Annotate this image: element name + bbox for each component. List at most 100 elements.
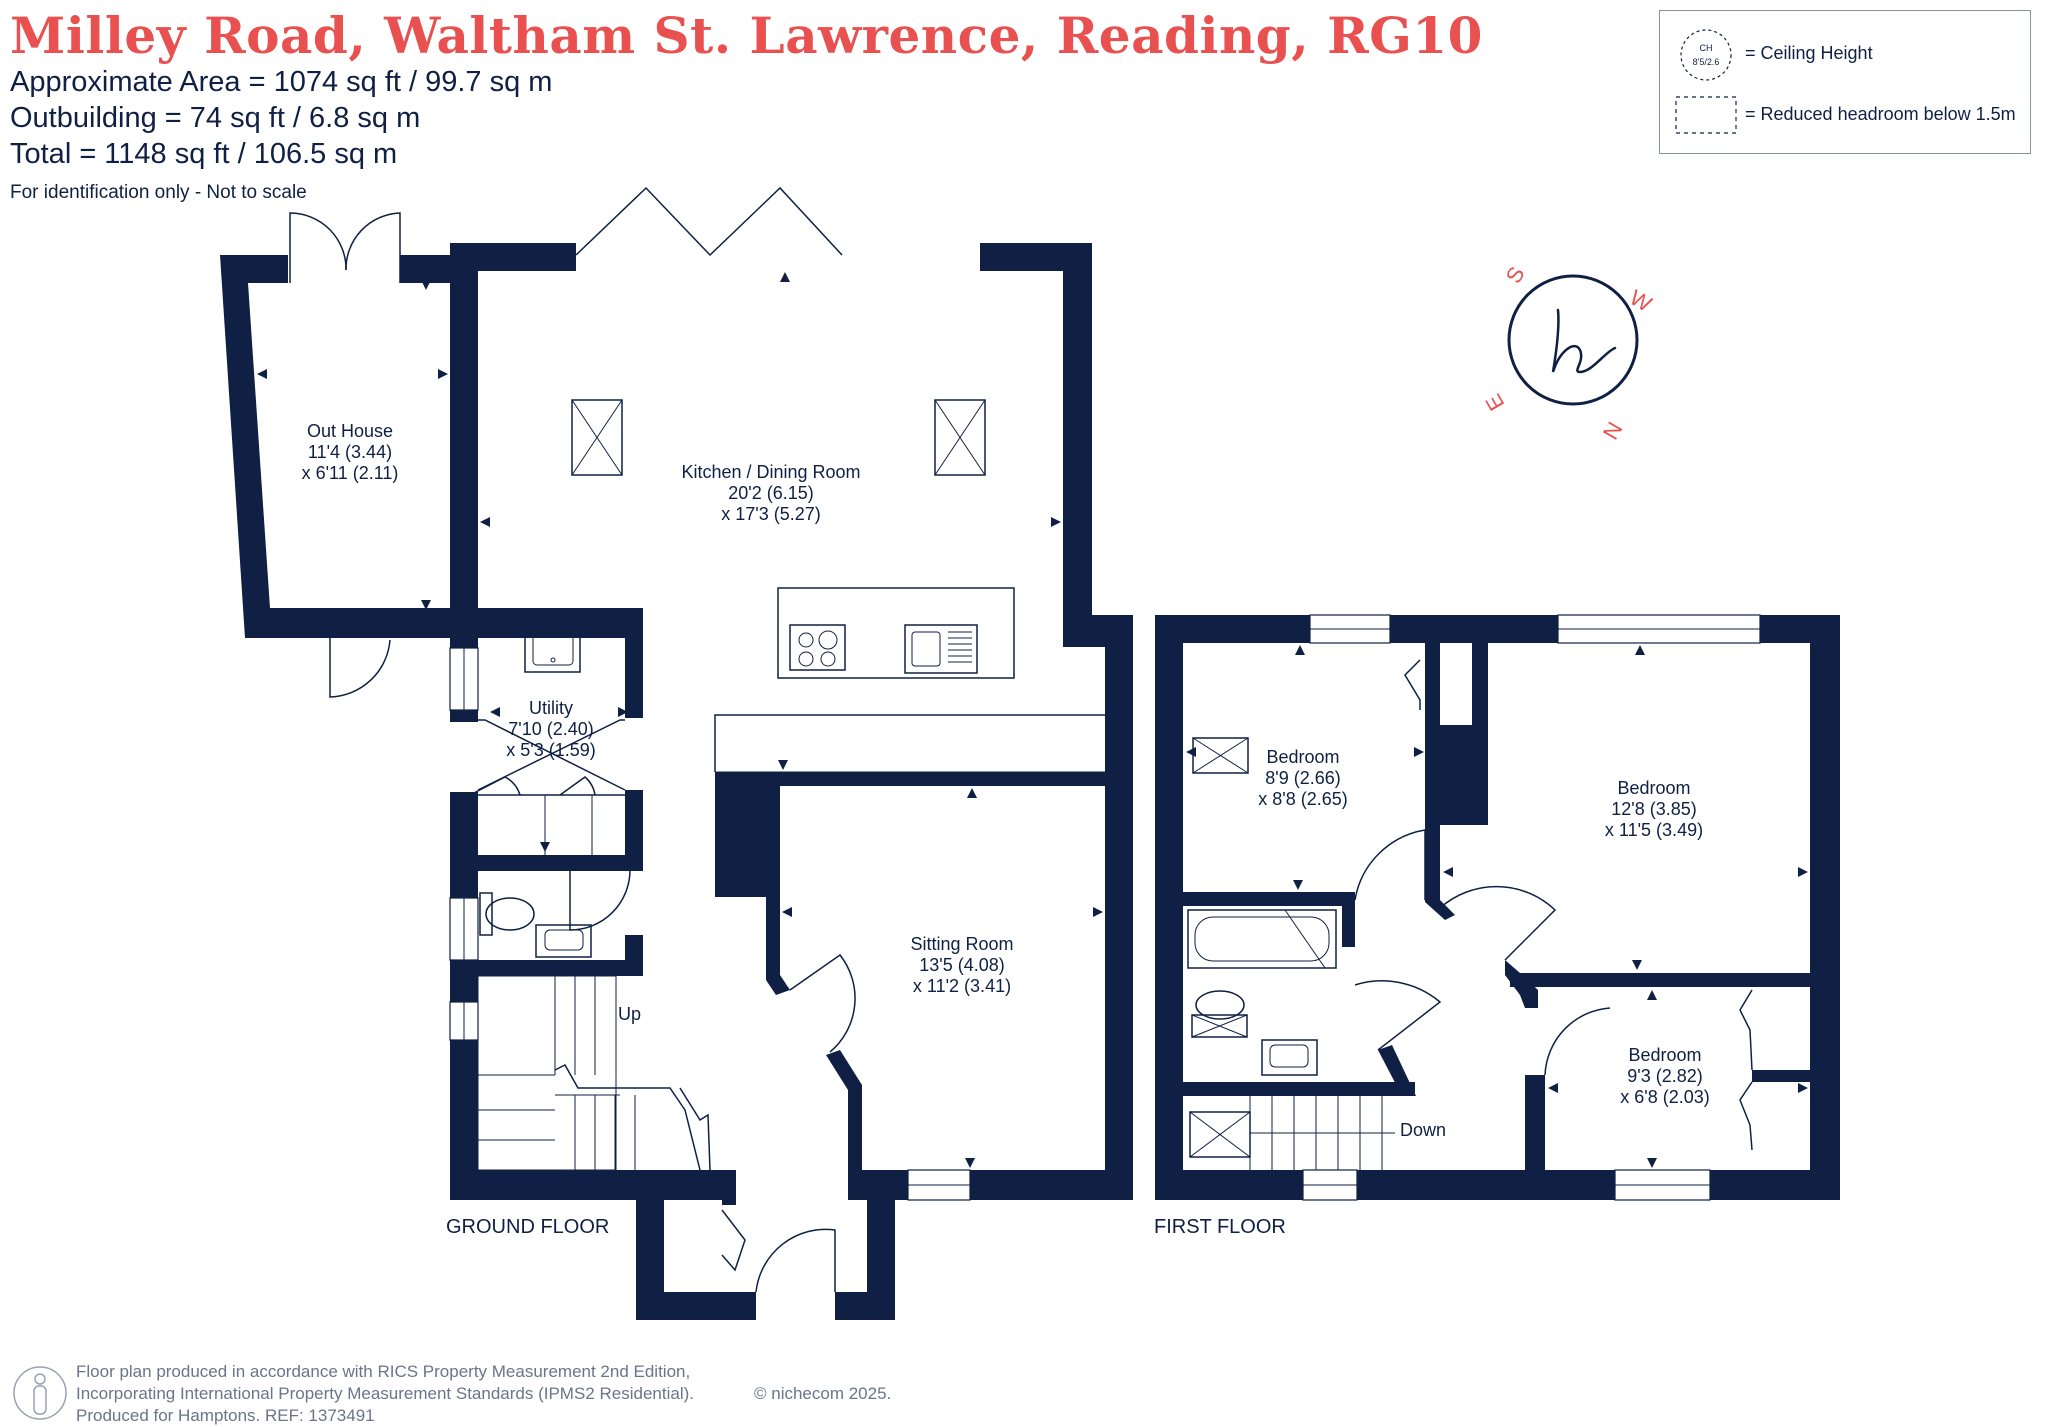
- bedroom2-door: [1439, 885, 1557, 961]
- utility-door-swing-2: [477, 719, 625, 791]
- kitchen-wall-top-left: [450, 243, 576, 271]
- porch-wall-right: [867, 1170, 895, 1320]
- utility-wall-right: [625, 608, 643, 718]
- outhouse-side-door: [329, 638, 391, 698]
- porch-wall-inner: [722, 1170, 736, 1205]
- outhouse-french-door-right: [345, 212, 401, 283]
- landing-wall-corner: [1505, 960, 1538, 1008]
- kitchen-dim1: 20'2 (6.15): [728, 483, 814, 503]
- ceiling-height-symbol: [1680, 29, 1732, 81]
- bathroom-wall-right-upper: [1342, 892, 1355, 947]
- bedroom-skylight: [1192, 737, 1249, 774]
- first-floor-window-1: [1309, 614, 1391, 644]
- bedroom3-dim2: x 6'8 (2.03): [1620, 1087, 1709, 1107]
- sitting-room-dim2: x 11'2 (3.41): [913, 976, 1011, 996]
- bathroom-door: [1354, 980, 1442, 1051]
- bedroom1-door: [1354, 829, 1426, 901]
- bathroom-toilet-icon: [1191, 990, 1248, 1038]
- sitting-room-label: Sitting Room 13'5 (4.08) x 11'2 (3.41): [910, 934, 1013, 996]
- bedroom3-dim1: 9'3 (2.82): [1627, 1066, 1702, 1086]
- bathroom-wall-bottom: [1155, 1082, 1415, 1096]
- kitchen-dim2: x 17'3 (5.27): [721, 504, 821, 524]
- bedroom2-dim1: 12'8 (3.85): [1611, 799, 1697, 819]
- sitting-room-dim1: 13'5 (4.08): [919, 955, 1005, 975]
- out-house-wall-left: [220, 255, 400, 638]
- bedroom3-name: Bedroom: [1628, 1045, 1701, 1065]
- bedroom-divider-wall: [1425, 643, 1455, 920]
- first-floor-window-3: [1302, 1169, 1358, 1201]
- compass-logo-h: [1551, 308, 1617, 374]
- legend-reduced-headroom: = Reduced headroom below 1.5m: [1745, 104, 2016, 124]
- ground-stairs: [477, 975, 711, 1171]
- bedroom2-name: Bedroom: [1617, 778, 1690, 798]
- footer-line-3: Produced for Hamptons. REF: 1373491: [76, 1406, 375, 1425]
- bedroom3-label: Bedroom 9'3 (2.82) x 6'8 (2.03): [1620, 1045, 1709, 1107]
- legend: CH 8'5/2.6 = Ceiling Height = Reduced he…: [1659, 10, 2031, 154]
- first-floor-plan: [1155, 614, 1840, 1201]
- out-house-wall-top: [400, 255, 450, 283]
- bedroom3-wall-left: [1525, 1075, 1545, 1200]
- bedroom1-dim2: x 8'8 (2.65): [1258, 789, 1347, 809]
- wc-wall-left: [450, 972, 478, 1002]
- stairs-down-label: Down: [1400, 1120, 1446, 1140]
- ground-floor-label: GROUND FLOOR: [446, 1216, 609, 1238]
- utility-wall-top: [400, 608, 640, 638]
- kitchen-island: [777, 587, 1015, 679]
- utility-sink-icon: [524, 626, 581, 673]
- front-door: [755, 1228, 836, 1293]
- first-floor-wall-bottom-1: [1155, 1170, 1303, 1200]
- wc-basin-icon: [535, 924, 592, 958]
- sitting-room-name: Sitting Room: [910, 934, 1013, 954]
- first-floor-wall-left: [1155, 615, 1183, 1200]
- outbuilding-area: Outbuilding = 74 sq ft / 6.8 sq m: [10, 102, 421, 134]
- cupboard-door-right: [559, 776, 596, 796]
- out-house-name: Out House: [307, 421, 393, 441]
- outhouse-french-door-left: [289, 212, 347, 283]
- wc-door: [569, 869, 631, 931]
- out-house-label: Out House 11'4 (3.44) x 6'11 (2.11): [302, 421, 399, 483]
- first-floor-wall-right: [1810, 615, 1840, 1200]
- utility-dim1: 7'10 (2.40): [508, 719, 594, 739]
- kitchen-wall-right: [1063, 243, 1092, 647]
- utility-dim2: x 5'3 (1.59): [506, 740, 595, 760]
- kitchen-skylight-right: [934, 399, 986, 476]
- utility-wall-left-middle: [450, 792, 478, 898]
- bifold-doors: [575, 186, 843, 257]
- first-floor-wall-bottom-3: [1710, 1170, 1840, 1200]
- bathroom-wall-right-lower: [1378, 1045, 1416, 1096]
- utility-wall-stub: [450, 710, 478, 722]
- window-left-3: [449, 1001, 479, 1041]
- bedroom3-door: [1544, 1007, 1611, 1076]
- wc-toilet-icon: [479, 892, 535, 936]
- dimension-arrows-first: [1186, 645, 1808, 1168]
- cupboard-wall: [1472, 643, 1488, 825]
- total-area: Total = 1148 sq ft / 106.5 sq m: [10, 138, 398, 170]
- utility-name: Utility: [529, 698, 573, 718]
- sitting-wall-left-lower: [826, 1050, 862, 1170]
- compass-east: E: [1480, 390, 1509, 415]
- sitting-wall-left: [766, 772, 790, 995]
- compass-north: N: [1598, 418, 1628, 444]
- bath-icon: [1187, 909, 1337, 969]
- identification-note: For identification only - Not to scale: [10, 182, 307, 203]
- sitting-wall-right: [1105, 615, 1133, 1200]
- kitchen-label: Kitchen / Dining Room 20'2 (6.15) x 17'3…: [681, 462, 860, 524]
- bedroom1-label: Bedroom 8'9 (2.66) x 8'8 (2.65): [1258, 747, 1347, 809]
- footer-line-2: Incorporating International Property Mea…: [76, 1384, 694, 1403]
- kitchen-worktop: [714, 714, 1105, 772]
- ground-wall-bottom-left: [450, 1170, 735, 1200]
- porch-cupboard-door: [721, 1209, 746, 1272]
- out-house-dim1: 11'4 (3.44): [308, 442, 392, 462]
- ch-symbol-bottom: 8'5/2.6: [1693, 57, 1720, 67]
- wardrobe-door-top: [1739, 989, 1753, 1071]
- first-floor-window-4: [1614, 1169, 1711, 1201]
- utility-door-swing-1: [478, 719, 626, 791]
- wc-wall-bottom: [450, 960, 643, 976]
- footer-copyright: © nichecom 2025.: [754, 1384, 892, 1403]
- window-left-1: [449, 647, 479, 711]
- ch-symbol-top: CH: [1700, 43, 1713, 53]
- ground-floor-plan: [220, 186, 1133, 1320]
- wardrobe-door-bottom: [1739, 1081, 1753, 1151]
- person-icon: [13, 1366, 67, 1420]
